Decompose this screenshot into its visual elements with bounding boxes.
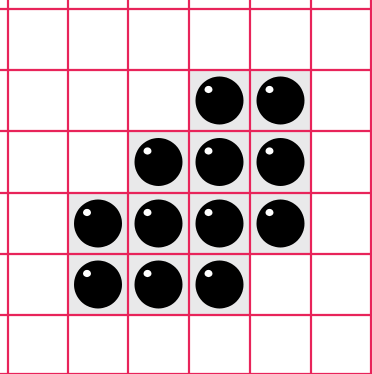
stone-body [257,138,305,186]
stone-highlight [205,147,213,154]
board-cell-r3-c5 [311,193,371,254]
black-stone-icon [135,138,183,186]
stone-body [196,77,244,125]
board-cell-r5-c0 [8,315,68,374]
stone-body [135,261,183,309]
stone-body [135,200,183,248]
stone-highlight [205,86,213,93]
board-cell-r1-c5 [311,70,371,131]
black-stone-icon [196,77,244,125]
board-cell-r1-c2 [128,70,189,131]
black-stone-icon [196,261,244,309]
board-cell-r3-c0 [8,193,68,254]
stone-body [74,200,122,248]
stone-highlight [83,209,91,216]
stone-body [196,138,244,186]
black-stone-icon [74,200,122,248]
board-cell-r1-c1 [68,70,128,131]
board-cell-r0-c2 [128,9,189,70]
board-cell-r0-c1 [68,9,128,70]
stone-highlight [205,270,213,277]
board-cell-r5-c3 [189,315,250,374]
black-stone-icon [135,200,183,248]
board-cell-r4-c5 [311,254,371,315]
black-stone-icon [196,138,244,186]
board-cell-r0-c4 [250,9,311,70]
stone-body [196,261,244,309]
board-cell-r0-c3 [189,9,250,70]
black-stone-icon [196,200,244,248]
stone-body [74,261,122,309]
board-cell-r5-c1 [68,315,128,374]
board-cell-r2-c0 [8,131,68,193]
black-stone-icon [74,261,122,309]
board-cell-r4-c0 [8,254,68,315]
black-stone-icon [257,77,305,125]
stone-highlight [83,270,91,277]
stone-body [257,200,305,248]
board-cell-r5-c5 [311,315,371,374]
stone-body [257,77,305,125]
board-cell-r4-c4 [250,254,311,315]
stone-highlight [205,209,213,216]
stone-highlight [144,209,152,216]
board-cell-r2-c1 [68,131,128,193]
board-cell-r1-c0 [8,70,68,131]
board-cell-r5-c4 [250,315,311,374]
board-cell-r0-c5 [311,9,371,70]
board-cell-r0-c0 [8,9,68,70]
stone-body [135,138,183,186]
stone-highlight [144,270,152,277]
board-cell-r2-c5 [311,131,371,193]
black-stone-icon [257,200,305,248]
stone-highlight [266,147,274,154]
black-stone-icon [135,261,183,309]
black-stone-icon [257,138,305,186]
board-cell-r5-c2 [128,315,189,374]
stone-highlight [266,209,274,216]
stone-highlight [266,86,274,93]
stone-body [196,200,244,248]
stone-highlight [144,147,152,154]
